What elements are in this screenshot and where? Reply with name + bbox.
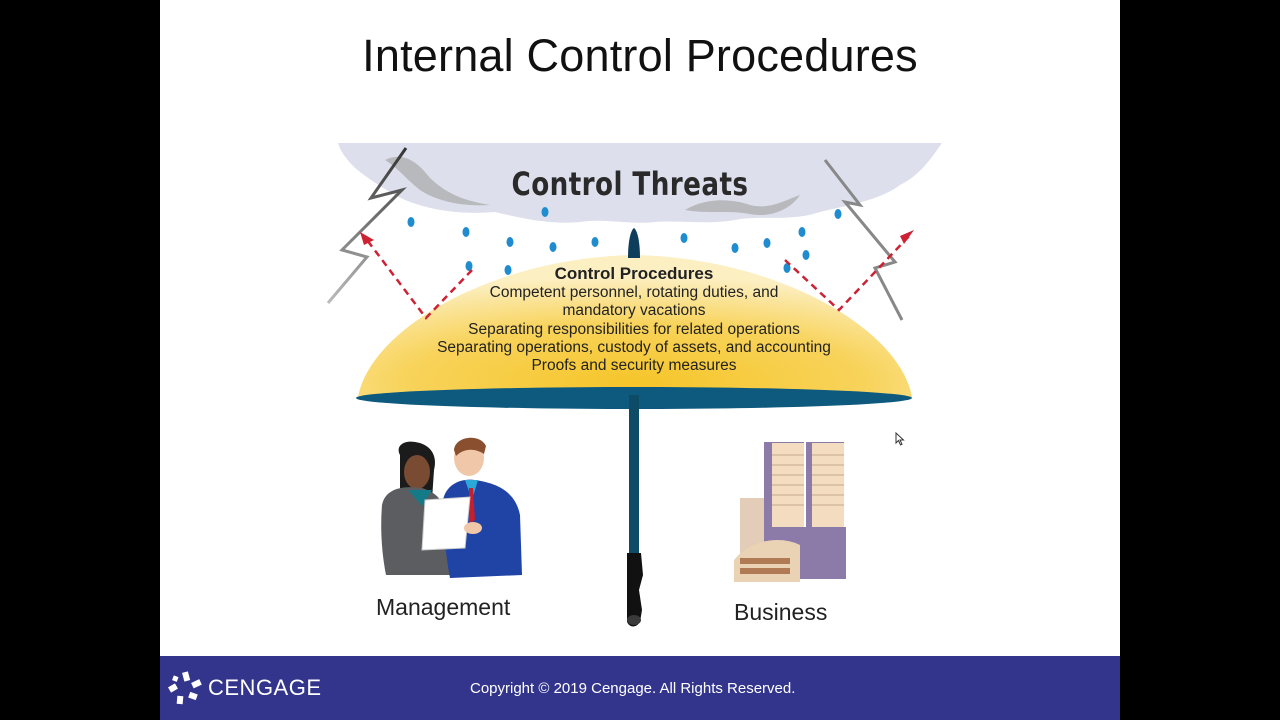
- brand-name: CENGAGE: [208, 675, 322, 700]
- storm-cloud-icon: [338, 143, 942, 223]
- deflection-arrows-icon: [366, 232, 913, 320]
- cengage-star-icon: [168, 671, 202, 705]
- slide: Internal Control Procedures: [160, 0, 1120, 720]
- procedure-line: Separating operations, custody of assets…: [437, 338, 831, 356]
- mouse-cursor-icon: [895, 432, 905, 446]
- control-procedures-heading: Control Procedures: [554, 264, 714, 283]
- procedure-line: mandatory vacations: [562, 302, 706, 320]
- procedure-line: Competent personnel, rotating duties, an…: [489, 284, 779, 301]
- umbrella-tip: [628, 228, 640, 258]
- lightning-bolt-left-icon: [326, 147, 408, 304]
- management-label: Management: [376, 594, 511, 620]
- umbrella-illustration: [326, 143, 942, 627]
- footer-bar: CENGAGE Copyright © 2019 Cengage. All Ri…: [160, 656, 1120, 720]
- procedure-line: Separating responsibilities for related …: [468, 320, 800, 338]
- lightning-bolt-right-icon: [823, 159, 904, 321]
- raindrops-icon: [407, 207, 842, 275]
- management-people-icon: [381, 437, 522, 578]
- cloud-label: Control Threats: [511, 165, 749, 203]
- umbrella-canopy: [358, 255, 912, 397]
- business-building-icon: [734, 442, 846, 582]
- business-label: Business: [734, 599, 828, 625]
- procedure-line: Proofs and security measures: [531, 357, 737, 375]
- umbrella-handle: [627, 553, 643, 627]
- slide-title: Internal Control Procedures: [362, 30, 918, 81]
- control-procedures-list: Control Procedures Competent personnel, …: [400, 264, 868, 375]
- cengage-logo: CENGAGE: [168, 671, 322, 705]
- umbrella-shaft: [629, 395, 639, 555]
- copyright-text: Copyright © 2019 Cengage. All Rights Res…: [470, 680, 796, 697]
